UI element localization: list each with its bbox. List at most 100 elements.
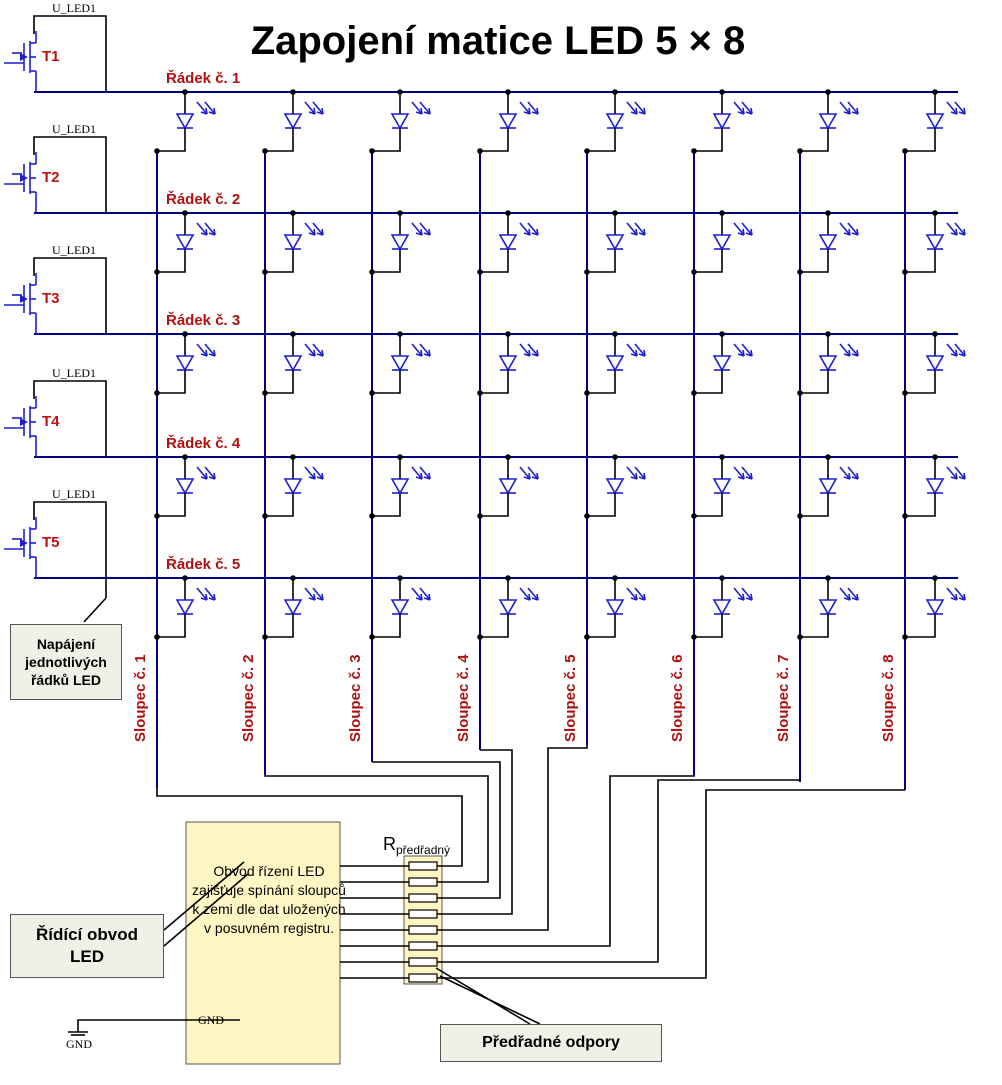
- diagram-title: Zapojení matice LED 5 × 8: [251, 19, 746, 63]
- transistor-arrow: [20, 418, 28, 426]
- led-light-arrow: [531, 111, 539, 115]
- led-light-arrow: [630, 353, 638, 357]
- resistor-label: Rpředřadný: [383, 834, 450, 857]
- led-cathode-wire: [480, 370, 509, 394]
- led-light-arrow: [312, 343, 324, 357]
- led-light-arrow: [741, 587, 753, 601]
- led-light-arrow: [733, 343, 745, 357]
- junction-dot: [154, 513, 160, 519]
- resistor-to-column-wire: [437, 779, 801, 963]
- power-callout: Napájení jednotlivých řádků LED: [10, 624, 122, 700]
- led-light-arrow: [423, 111, 431, 115]
- junction-dot: [369, 390, 375, 396]
- led-cathode-wire: [265, 249, 294, 273]
- led-diode: [605, 234, 625, 251]
- power-callout-leader: [83, 597, 107, 623]
- led-light-arrow: [304, 222, 316, 236]
- led-light-arrow: [196, 222, 208, 236]
- led-light-arrow: [630, 111, 638, 115]
- led-light-arrow: [750, 349, 753, 357]
- led-light-arrow: [312, 466, 324, 480]
- led-diode: [818, 113, 838, 130]
- led-light-arrow: [950, 353, 958, 357]
- led-cathode-wire: [157, 614, 186, 638]
- led-light-arrow: [955, 349, 958, 357]
- led-light-arrow: [321, 472, 324, 480]
- junction-dot: [691, 269, 697, 275]
- led-light-arrow: [420, 349, 423, 357]
- led-light-arrow: [954, 222, 966, 236]
- led-light-arrow: [213, 228, 216, 236]
- supply-label-3: U_LED1: [52, 243, 96, 257]
- led-light-arrow: [635, 593, 638, 601]
- led-light-arrow: [856, 472, 859, 480]
- led-light-arrow: [536, 593, 539, 601]
- led-light-arrow: [411, 343, 423, 357]
- led-diode: [712, 113, 732, 130]
- led-light-arrow: [204, 587, 216, 601]
- led-light-arrow: [963, 107, 966, 115]
- led-light-arrow: [519, 222, 531, 236]
- led-light-arrow: [851, 597, 859, 601]
- transistor-label-2: T2: [42, 169, 60, 186]
- resistor: [408, 941, 438, 951]
- column-label-3: Sloupec č. 3: [347, 654, 364, 742]
- column-label-2: Sloupec č. 2: [240, 654, 257, 742]
- led-light-arrow: [527, 466, 539, 480]
- junction-dot: [262, 634, 268, 640]
- led-light-arrow: [528, 349, 531, 357]
- supply-wire: [33, 501, 107, 578]
- led-light-arrow: [316, 353, 324, 357]
- led-light-arrow: [196, 343, 208, 357]
- led-light-arrow: [523, 232, 531, 236]
- led-light-arrow: [634, 466, 646, 480]
- junction-dot: [797, 634, 803, 640]
- led-light-arrow: [950, 597, 958, 601]
- led-light-arrow: [423, 476, 431, 480]
- led-light-arrow: [308, 232, 316, 236]
- column-label-4: Sloupec č. 4: [455, 654, 472, 742]
- led-diode: [818, 599, 838, 616]
- led-cathode-wire: [157, 128, 186, 152]
- led-cathode-wire: [372, 128, 401, 152]
- led-cathode-wire: [265, 128, 294, 152]
- led-light-arrow: [208, 232, 216, 236]
- led-light-arrow: [312, 101, 324, 115]
- supply-wire: [33, 380, 107, 457]
- led-light-arrow: [954, 466, 966, 480]
- junction-dot: [477, 513, 483, 519]
- led-diode: [498, 234, 518, 251]
- led-diode: [283, 599, 303, 616]
- resistor: [408, 973, 438, 983]
- led-light-arrow: [205, 107, 208, 115]
- led-light-arrow: [213, 349, 216, 357]
- led-diode: [925, 478, 945, 495]
- led-light-arrow: [208, 111, 216, 115]
- led-diode: [712, 599, 732, 616]
- led-light-arrow: [313, 349, 316, 357]
- led-light-arrow: [643, 472, 646, 480]
- led-light-arrow: [839, 587, 851, 601]
- led-light-arrow: [958, 597, 966, 601]
- led-light-arrow: [411, 101, 423, 115]
- led-light-arrow: [626, 466, 638, 480]
- led-light-arrow: [643, 349, 646, 357]
- led-cathode-wire: [800, 128, 829, 152]
- led-light-arrow: [848, 107, 851, 115]
- led-cathode-wire: [480, 614, 509, 638]
- led-cathode-wire: [694, 249, 723, 273]
- led-diode: [925, 234, 945, 251]
- led-cathode-wire: [800, 614, 829, 638]
- led-light-arrow: [742, 107, 745, 115]
- led-diode: [390, 355, 410, 372]
- led-light-arrow: [955, 228, 958, 236]
- led-light-arrow: [634, 101, 646, 115]
- led-light-arrow: [638, 597, 646, 601]
- led-light-arrow: [196, 466, 208, 480]
- led-light-arrow: [737, 597, 745, 601]
- junction-dot: [262, 269, 268, 275]
- led-cathode-wire: [265, 370, 294, 394]
- led-light-arrow: [626, 222, 638, 236]
- led-light-arrow: [321, 593, 324, 601]
- supply-wire: [33, 257, 107, 334]
